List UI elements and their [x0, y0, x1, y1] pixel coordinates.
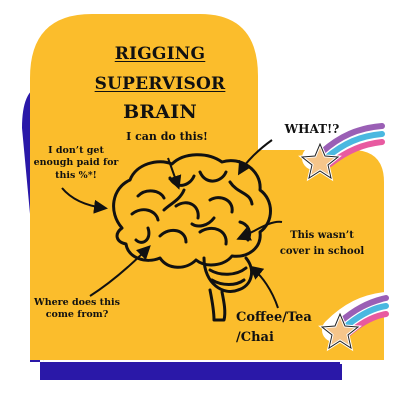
- title-line-3: BRAIN: [123, 101, 197, 123]
- shooting-star-sticker-bottom-icon: [318, 292, 398, 352]
- thought-can-do: I can do this!: [126, 130, 208, 143]
- thought-school: This wasn’t cover in school: [279, 230, 365, 257]
- arrow-coffee: [248, 265, 279, 309]
- arrow-what: [237, 139, 273, 176]
- brain-icon: [112, 153, 272, 269]
- title-line-2: SUPERVISOR: [94, 74, 226, 94]
- arrow-paid: [61, 187, 108, 214]
- arrow-where: [89, 245, 151, 297]
- arrow-can-do: [167, 157, 182, 190]
- thought-paid: I don’t get enough paid for this %*!: [33, 145, 119, 181]
- shooting-star-sticker-top-icon: [298, 120, 394, 182]
- thought-where: Where does this come from?: [34, 297, 120, 321]
- title-line-1: RIGGING: [114, 44, 206, 64]
- yellow-card: [30, 14, 384, 360]
- thought-coffee: Coffee/Tea /Chai: [236, 310, 312, 345]
- arrow-school: [236, 220, 283, 241]
- thought-what: WHAT!?: [284, 122, 340, 136]
